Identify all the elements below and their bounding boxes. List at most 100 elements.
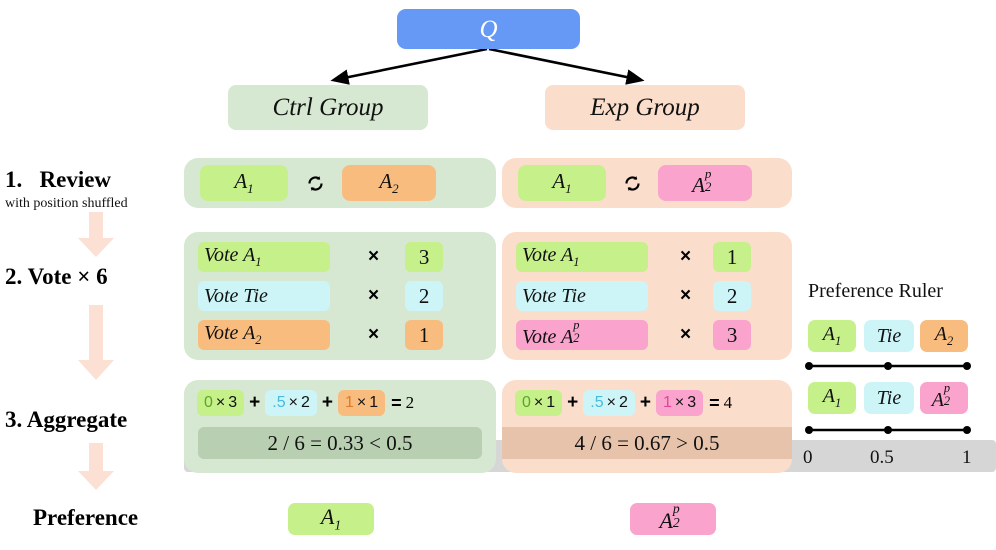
exp-agg-term-0[interactable]: 0 × 1 (515, 390, 563, 416)
exp-agg-weight-0: 0 (522, 394, 531, 411)
ctrl-vote-count-2[interactable]: 1 (405, 320, 444, 350)
ctrl-group-header[interactable]: Ctrl Group (228, 85, 428, 130)
ctrl-agg-weight-1: .5 (272, 394, 286, 411)
step-1-subtitle: with position shuffled (5, 196, 128, 211)
ctrl-vote-option-0[interactable]: Vote A1 (198, 242, 330, 272)
ctrl-vote-option-2-label: Vote A2 (204, 322, 262, 348)
ruler-row-0-left-label: A1 (822, 323, 842, 349)
ctrl-agg-term-2[interactable]: 1 × 1 (337, 390, 386, 416)
ruler-row-1-left-label: A1 (822, 385, 842, 411)
ctrl-agg-plus-1: + (321, 392, 333, 413)
ruler-tick-1: 0.5 (870, 447, 894, 468)
flow-arrow-2-icon (73, 305, 119, 381)
exp-agg-count-1: 2 (618, 394, 628, 411)
ctrl-vote-row-1: Vote Tie × 2 (198, 280, 444, 312)
ctrl-agg-times-0: × (215, 394, 226, 411)
ctrl-agg-times-2: × (356, 394, 367, 411)
exp-vote-option-1-label: Vote Tie (522, 285, 586, 307)
ctrl-vote-row-2: Vote A2 × 1 (198, 319, 444, 351)
ctrl-vote-times-0: × (368, 246, 380, 267)
ctrl-agg-equals: = (391, 392, 402, 413)
ctrl-vote-count-0[interactable]: 3 (405, 242, 444, 272)
ruler-row-0-right-chip[interactable]: A2 (920, 320, 968, 352)
exp-shuffle-icon[interactable] (606, 175, 658, 192)
exp-agg-count-0: 1 (546, 394, 556, 411)
preference-ruler-title: Preference Ruler (808, 280, 943, 302)
ctrl-aggregate-panel: 0 × 3 + .5 × 2 + 1 × 1 = 2 2 / 6 = 0.33 … (184, 380, 496, 473)
ctrl-vote-times-1: × (368, 285, 380, 306)
ctrl-agg-term-0[interactable]: 0 × 3 (197, 390, 245, 416)
ctrl-preference-result[interactable]: A1 (288, 503, 374, 535)
ctrl-vote-option-0-label: Vote A1 (204, 244, 262, 270)
ctrl-review-item-a2-label: A2 (379, 168, 399, 197)
ctrl-aggregate-summary: 2 / 6 = 0.33 < 0.5 (198, 427, 482, 459)
ruler-axis-0 (805, 362, 971, 370)
ruler-row-0-right-label: A2 (934, 323, 954, 349)
preference-label: Preference (33, 505, 139, 530)
ctrl-review-item-a1[interactable]: A1 (200, 165, 288, 201)
step-1-title: Review (39, 167, 112, 192)
exp-vote-times-2: × (680, 324, 692, 345)
step-1-label: 1. Review (5, 167, 111, 193)
ruler-axis-1 (805, 426, 971, 434)
ctrl-vote-option-1[interactable]: Vote Tie (198, 281, 330, 311)
exp-vote-row-0: Vote A1 × 1 (516, 241, 752, 273)
step-2-label: 2. Vote × 6 (5, 264, 108, 290)
step-3-label: 3. Aggregate (5, 407, 127, 433)
ctrl-vote-option-2[interactable]: Vote A2 (198, 320, 330, 350)
ctrl-agg-times-1: × (288, 394, 298, 411)
ctrl-agg-term-1[interactable]: .5 × 2 (265, 390, 317, 416)
exp-agg-term-2[interactable]: 1 × 3 (655, 390, 704, 416)
exp-agg-term-1[interactable]: .5 × 2 (583, 390, 635, 416)
exp-agg-times-1: × (606, 394, 616, 411)
exp-vote-count-0[interactable]: 1 (713, 242, 752, 272)
exp-group-header[interactable]: Exp Group (545, 85, 745, 130)
ctrl-agg-weight-0: 0 (204, 394, 213, 411)
exp-aggregate-panel: 0 × 1 + .5 × 2 + 1 × 3 = 4 4 / 6 = 0.67 … (502, 380, 792, 473)
ctrl-review-item-a2[interactable]: A2 (342, 165, 436, 201)
flow-arrow-1-icon (73, 212, 119, 258)
ruler-row-0-mid-chip[interactable]: Tie (864, 320, 914, 352)
ruler-tick-2: 1 (962, 447, 972, 468)
ruler-row-1-left-chip[interactable]: A1 (808, 382, 856, 414)
exp-vote-option-1[interactable]: Vote Tie (516, 281, 648, 311)
ctrl-group-label: Ctrl Group (272, 94, 384, 121)
ruler-tick-0: 0 (803, 447, 813, 468)
exp-vote-option-0[interactable]: Vote A1 (516, 242, 648, 272)
ruler-row-0-left-chip[interactable]: A1 (808, 320, 856, 352)
exp-agg-total: 4 (723, 393, 733, 412)
exp-aggregate-summary: 4 / 6 = 0.67 > 0.5 (502, 427, 792, 459)
exp-vote-option-0-label: Vote A1 (522, 244, 580, 270)
exp-agg-equals: = (709, 392, 720, 413)
exp-agg-weight-2: 1 (662, 394, 672, 411)
root-question-label: Q (479, 15, 498, 43)
ctrl-agg-count-2: 1 (369, 394, 379, 411)
ctrl-review-item-a1-label: A1 (234, 168, 254, 197)
ruler-row-1-mid-label: Tie (876, 387, 902, 409)
exp-vote-count-1[interactable]: 2 (713, 281, 752, 311)
exp-vote-count-2[interactable]: 3 (713, 320, 752, 350)
ctrl-agg-count-1: 2 (300, 394, 310, 411)
ctrl-vote-option-1-label: Vote Tie (204, 285, 268, 307)
ruler-row-1-mid-chip[interactable]: Tie (864, 382, 914, 414)
root-question-node[interactable]: Q (397, 9, 580, 49)
ctrl-vote-times-2: × (368, 324, 380, 345)
step-2-title: Vote × 6 (27, 264, 108, 289)
step-3-title: Aggregate (26, 407, 128, 432)
exp-review-item-a1[interactable]: A1 (518, 165, 606, 201)
ctrl-vote-row-0: Vote A1 × 3 (198, 241, 444, 273)
ctrl-vote-count-1[interactable]: 2 (405, 281, 444, 311)
ctrl-preference-result-label: A1 (320, 503, 342, 533)
ctrl-shuffle-icon[interactable] (288, 175, 342, 192)
ruler-row-0-mid-label: Tie (876, 325, 902, 347)
exp-vote-times-1: × (680, 285, 692, 306)
